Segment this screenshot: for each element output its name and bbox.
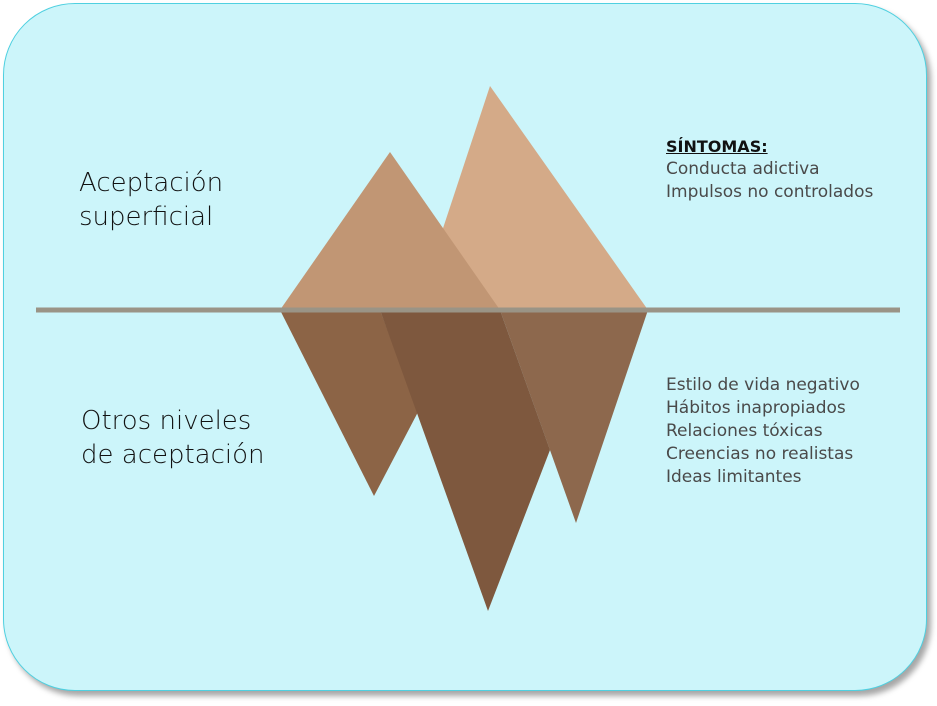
surface-acceptance-label: Aceptación superficial (79, 166, 223, 234)
other-levels-line-1: Otros niveles (81, 406, 252, 436)
surface-label-line-2: superficial (79, 202, 214, 232)
iceberg-underwater-right (500, 310, 648, 523)
iceberg-underwater-center (380, 310, 550, 611)
iceberg-peak-left (280, 152, 500, 310)
cause-item: Relaciones tóxicas (666, 421, 823, 441)
symptoms-list: SÍNTOMAS: Conducta adictiva Impulsos no … (666, 135, 873, 204)
causes-list: Estilo de vida negativo Hábitos inapropi… (666, 374, 860, 489)
surface-label-line-1: Aceptación (79, 168, 224, 198)
cause-item: Ideas limitantes (666, 467, 802, 487)
cause-item: Hábitos inapropiados (666, 398, 846, 418)
other-levels-label: Otros niveles de aceptación (81, 404, 265, 472)
symptom-item: Impulsos no controlados (666, 182, 874, 202)
symptom-item: Conducta adictiva (666, 159, 820, 179)
other-levels-line-2: de aceptación (81, 440, 265, 470)
cause-item: Estilo de vida negativo (666, 375, 860, 395)
iceberg-underwater-left (280, 310, 418, 496)
symptoms-heading: SÍNTOMAS: (666, 137, 768, 156)
cause-item: Creencias no realistas (666, 444, 854, 464)
iceberg-peak-right (416, 86, 648, 310)
